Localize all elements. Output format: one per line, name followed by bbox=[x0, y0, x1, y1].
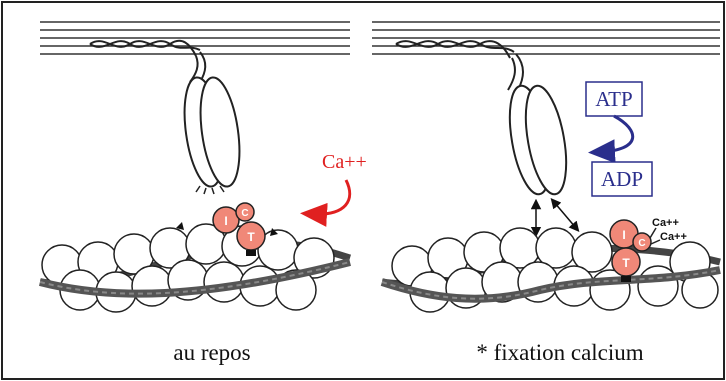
atp-label: ATP bbox=[595, 87, 632, 111]
calcium-label: Ca++ bbox=[322, 151, 367, 173]
left-caption: au repos bbox=[173, 340, 250, 365]
adp-label: ADP bbox=[601, 167, 643, 191]
bound-calcium-2: Ca++ bbox=[660, 231, 687, 243]
troponin-t-label-right: T bbox=[622, 256, 630, 270]
troponin-c-label: C bbox=[241, 208, 248, 219]
troponin-t-label: T bbox=[247, 230, 255, 244]
troponin-i-label: I bbox=[224, 214, 227, 228]
bound-calcium-1: Ca++ bbox=[652, 217, 679, 229]
right-caption: * fixation calcium bbox=[476, 340, 643, 365]
troponin-c-label-right: C bbox=[638, 238, 645, 249]
troponin-i-label-right: I bbox=[622, 228, 625, 242]
